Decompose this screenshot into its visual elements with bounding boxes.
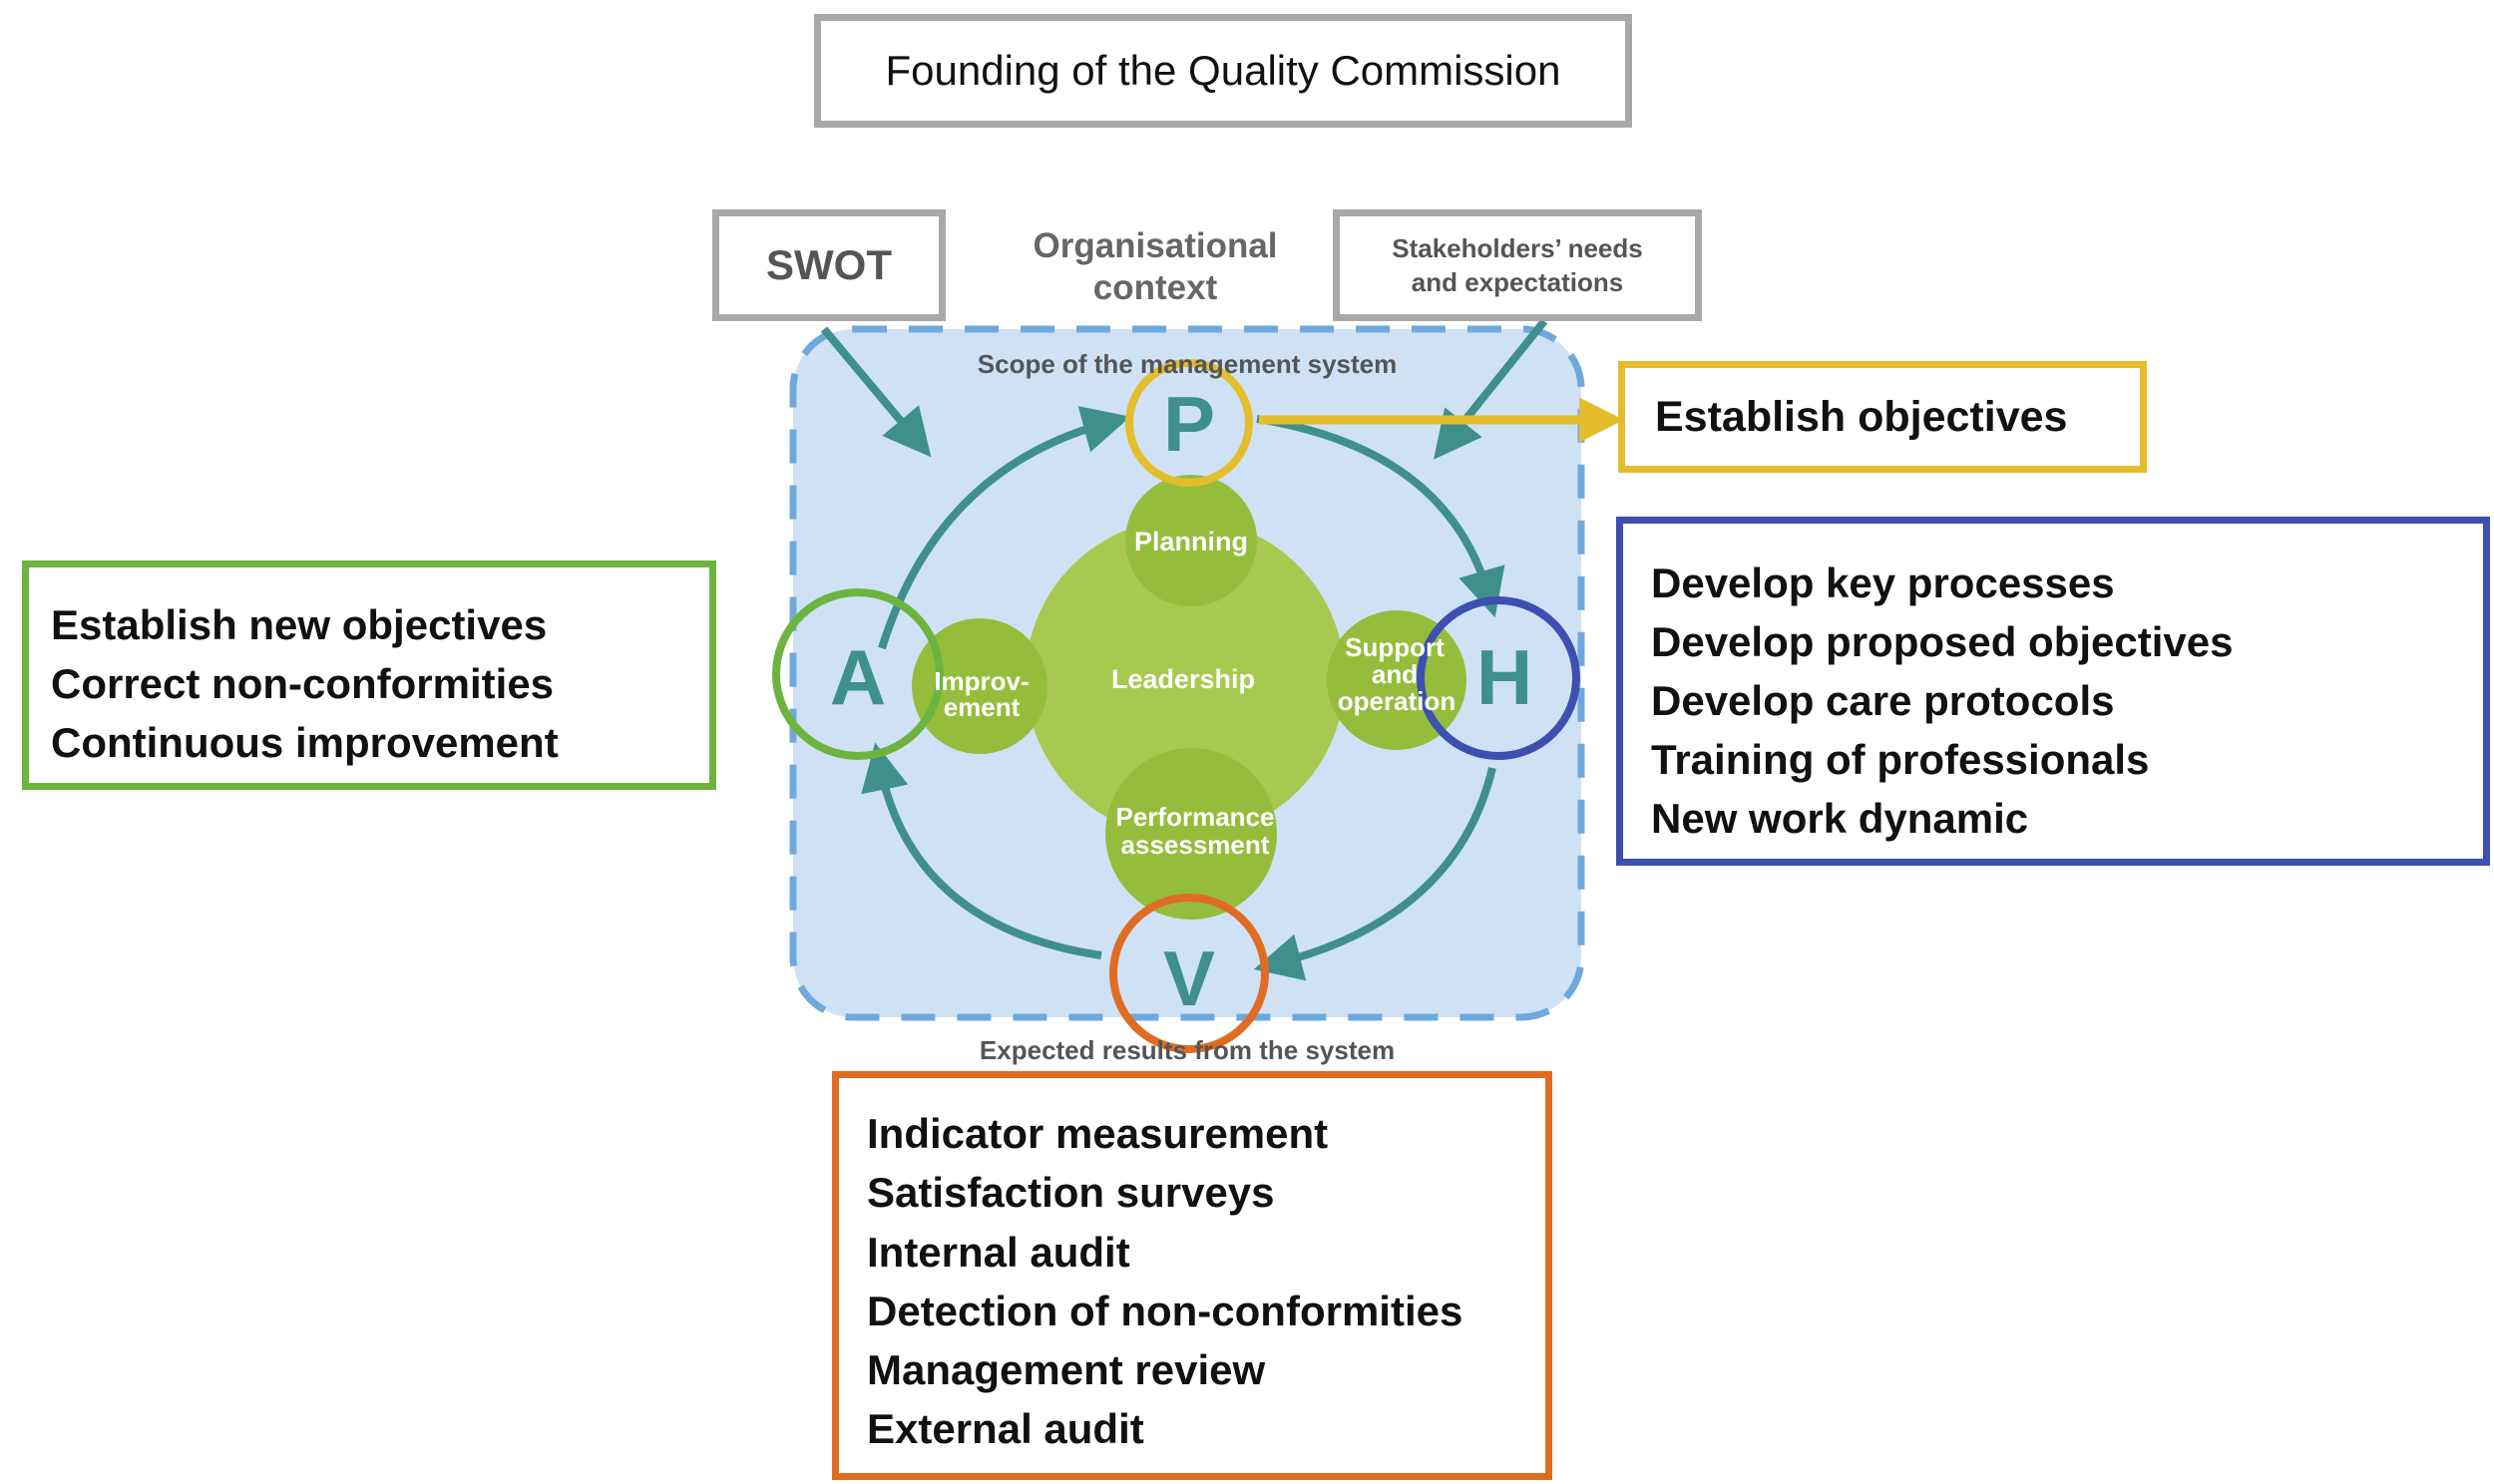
act-letter: A bbox=[830, 633, 886, 721]
act-box: Establish new objectives Correct non-con… bbox=[22, 560, 716, 790]
cycle-arrow-v-to-a bbox=[861, 742, 1102, 959]
check-box: Indicator measurement Satisfaction surve… bbox=[832, 1071, 1552, 1480]
organisational-context: Organisational context bbox=[1008, 225, 1303, 309]
plan-letter: P bbox=[1163, 380, 1215, 468]
leadership-circle bbox=[1026, 519, 1345, 838]
improvement-circle bbox=[912, 618, 1047, 754]
improvement-label-line-1: Improv- bbox=[934, 666, 1029, 696]
check-item: External audit bbox=[867, 1405, 1144, 1453]
stakeholders-line-1: Stakeholders’ needs bbox=[1392, 233, 1643, 263]
do-item: Develop care protocols bbox=[1651, 677, 2115, 724]
establish-objectives-label: Establish objectives bbox=[1655, 392, 2068, 441]
do-ring bbox=[1417, 596, 1580, 760]
check-item: Internal audit bbox=[867, 1228, 1130, 1276]
act-item: Correct non-conformities bbox=[51, 660, 555, 707]
do-item: Develop proposed objectives bbox=[1651, 618, 2234, 665]
performance-label-line-1: Performance bbox=[1116, 802, 1275, 832]
support-label-line-2: and bbox=[1372, 659, 1418, 689]
act-item: Continuous improvement bbox=[51, 719, 559, 766]
performance-label-line-2: assessment bbox=[1121, 830, 1270, 860]
organisational-context-line-1: Organisational bbox=[1033, 226, 1278, 265]
do-letter: H bbox=[1476, 633, 1532, 721]
act-item: Establish new objectives bbox=[51, 601, 548, 648]
do-item: Develop key processes bbox=[1651, 559, 2115, 606]
cycle-arrow-h-to-v bbox=[1253, 767, 1496, 981]
stakeholders-line-2: and expectations bbox=[1411, 267, 1624, 297]
do-item: Training of professionals bbox=[1651, 736, 2150, 783]
do-box: Develop key processes Develop proposed o… bbox=[1616, 517, 2490, 866]
planning-circle bbox=[1125, 475, 1257, 606]
scope-label: Scope of the management system bbox=[977, 349, 1398, 379]
planning-label: Planning bbox=[1134, 527, 1248, 556]
stakeholders-box: Stakeholders’ needs and expectations bbox=[1333, 209, 1702, 321]
cycle-arrow-p-to-h bbox=[1256, 415, 1505, 618]
check-item: Management review bbox=[867, 1346, 1266, 1394]
plan-ring bbox=[1125, 359, 1253, 487]
check-item: Indicator measurement bbox=[867, 1110, 1329, 1157]
check-item: Satisfaction surveys bbox=[867, 1169, 1275, 1217]
swot-arrow bbox=[820, 326, 932, 458]
support-label-line-3: operation bbox=[1338, 686, 1455, 716]
check-ring bbox=[1109, 894, 1269, 1053]
act-ring bbox=[772, 588, 944, 760]
improvement-label-line-2: ement bbox=[944, 692, 1021, 722]
performance-circle bbox=[1105, 748, 1277, 920]
organisational-context-line-2: context bbox=[1092, 268, 1218, 307]
swot-box: SWOT bbox=[712, 209, 946, 321]
founding-box: Founding of the Quality Commission bbox=[814, 14, 1632, 128]
leadership-label: Leadership bbox=[1111, 664, 1255, 694]
check-letter: V bbox=[1163, 934, 1215, 1022]
do-item: New work dynamic bbox=[1651, 795, 2029, 842]
founding-title: Founding of the Quality Commission bbox=[885, 47, 1561, 94]
expected-results-label: Expected results from the system bbox=[979, 1035, 1396, 1065]
support-label-line-1: Support bbox=[1345, 632, 1445, 662]
check-item: Detection of non-conformities bbox=[867, 1287, 1463, 1334]
swot-label: SWOT bbox=[766, 241, 892, 288]
establish-objectives-box: Establish objectives bbox=[1618, 361, 2147, 473]
